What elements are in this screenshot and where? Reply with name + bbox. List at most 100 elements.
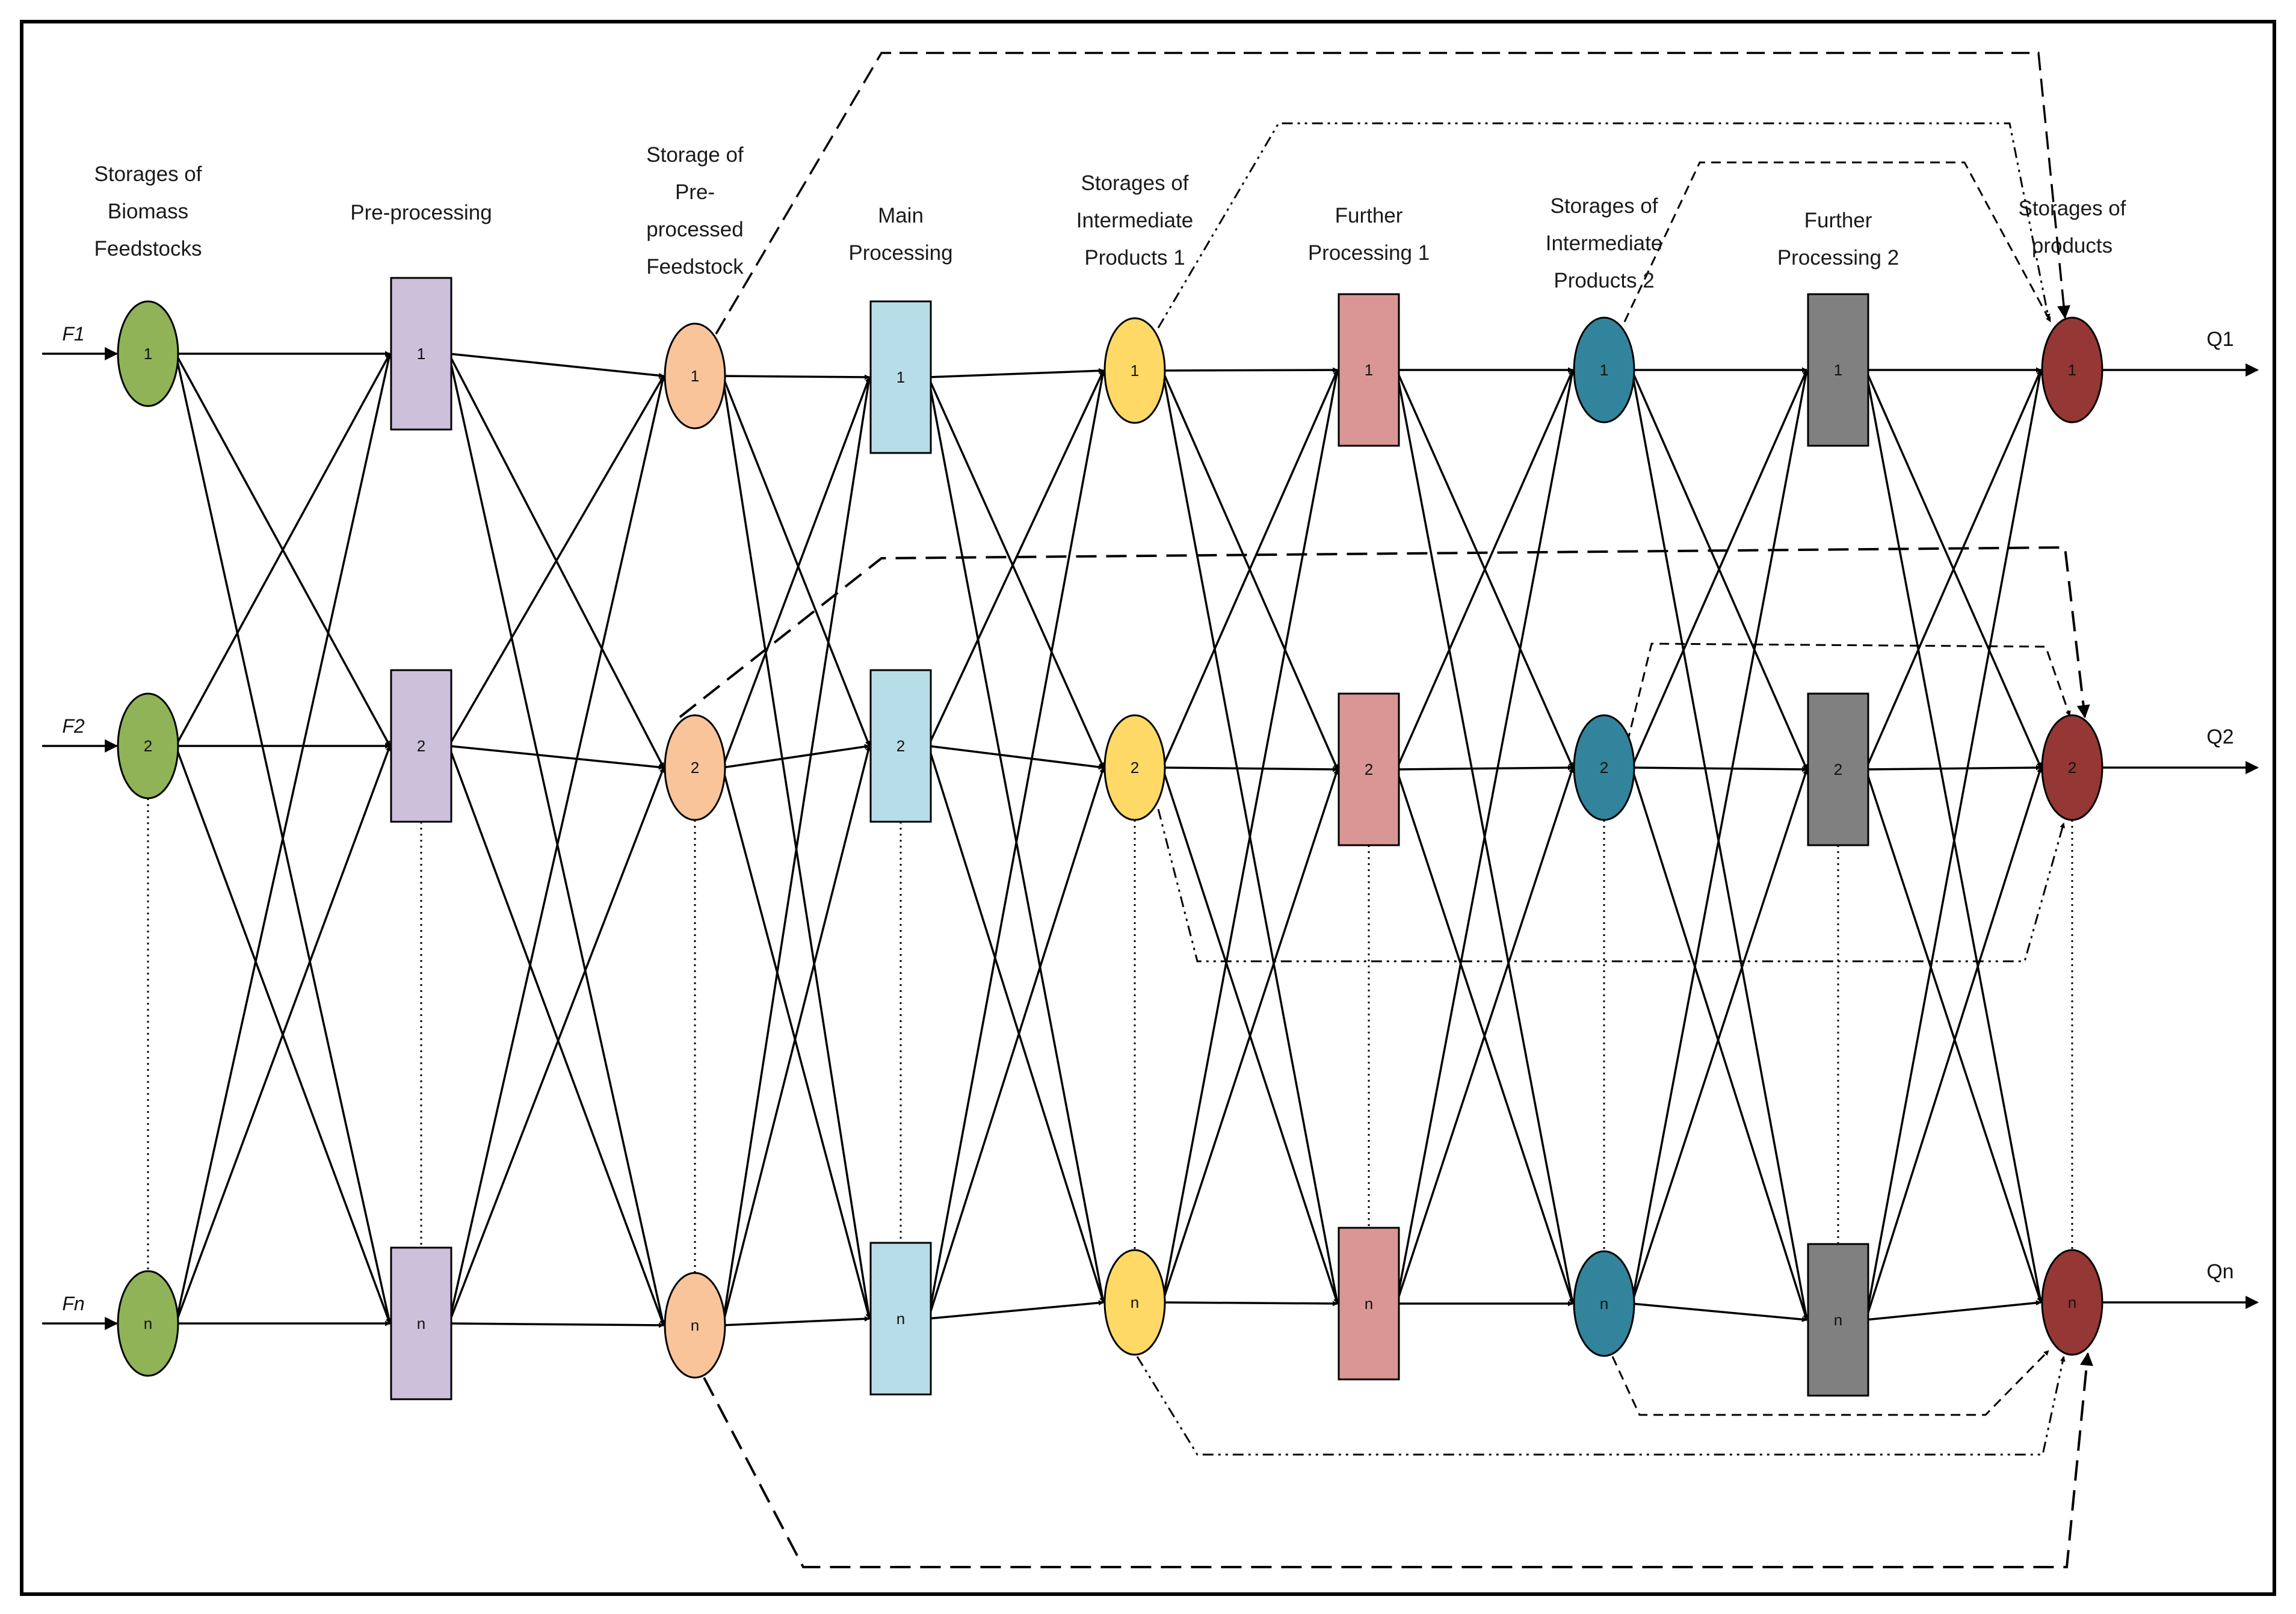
storage-preprocessed-node-label: n xyxy=(691,1316,699,1334)
input-F1: F1 xyxy=(42,323,119,360)
storages-intermediate-2-node-label: 2 xyxy=(1600,759,1608,777)
flow-arrow-main-processing-n-to-storages-intermediate-1-2 xyxy=(927,767,1105,1319)
flow-arrow-storages-intermediate-2-n-to-further-processing-2-1 xyxy=(1631,369,1809,1304)
further-processing-2-node-shape xyxy=(1807,1243,1869,1397)
input-label: F2 xyxy=(62,715,85,737)
storages-biomass-title-line: Feedstocks xyxy=(94,237,202,260)
output-Q2: Q2 xyxy=(2102,725,2259,774)
storages-intermediate-2-title-line: Storages of xyxy=(1551,194,1658,218)
storages-intermediate-1-node-shape xyxy=(1103,714,1166,821)
storages-biomass-node-n: n xyxy=(117,1270,179,1377)
intermediate1-n-bypass-route xyxy=(1136,1356,2066,1456)
flow-arrow-pre-processing-2-to-storage-preprocessed-2 xyxy=(448,745,664,770)
further-processing-2-node-2: 2 xyxy=(1807,692,1869,846)
pre-processing-node-label: 2 xyxy=(417,737,425,755)
main-processing-title-line: Processing xyxy=(848,241,952,265)
storage-preprocessed-node-shape xyxy=(664,322,726,430)
flow-arrow-pre-processing-2-to-storage-preprocessed-1 xyxy=(448,375,665,747)
further-processing-1-node-n: n xyxy=(1338,1227,1400,1381)
intermediate2-n-bypass-route xyxy=(1611,1349,2050,1416)
storages-intermediate-1-node-label: 1 xyxy=(1131,362,1139,380)
storages-intermediate-1-node-shape xyxy=(1103,317,1166,424)
storages-biomass-node-label: 2 xyxy=(144,737,152,755)
further-processing-1-node-shape xyxy=(1338,692,1400,846)
storages-biomass-title-line: Biomass xyxy=(108,200,188,223)
main-processing-node-2: 2 xyxy=(869,669,932,823)
output-label: Q2 xyxy=(2206,725,2233,748)
main-processing-node-label: n xyxy=(896,1310,905,1328)
storage-preprocessed-node-shape xyxy=(664,1272,726,1379)
flow-arrow-main-processing-2-to-storages-intermediate-1-2 xyxy=(928,745,1104,770)
flow-arrow-storages-biomass-n-to-pre-processing-2 xyxy=(174,745,391,1324)
edges-layer xyxy=(174,351,2043,1328)
intermediate2-2-bypass-route xyxy=(1611,642,2071,804)
further-processing-1-node-label: 2 xyxy=(1365,760,1373,778)
main-processing-node-shape xyxy=(869,669,932,823)
storages-intermediate-2-title-line: Products 2 xyxy=(1554,269,1654,292)
storage-preprocessed-node-label: 1 xyxy=(691,367,699,385)
flow-arrow-further-processing-1-2-to-storages-intermediate-2-2 xyxy=(1396,765,1573,771)
main-processing-node-1: 1 xyxy=(869,300,932,454)
flow-arrow-main-processing-2-to-storages-intermediate-1-1 xyxy=(927,370,1105,747)
storages-products-node-label: 2 xyxy=(2068,759,2076,777)
bypass-layer xyxy=(679,52,2094,1568)
flow-arrow-pre-processing-n-to-storage-preprocessed-2 xyxy=(448,767,665,1324)
preprocessed-n-bypass-route xyxy=(703,1352,2094,1568)
flow-arrow-storage-preprocessed-n-to-main-processing-1 xyxy=(721,377,872,1326)
storages-intermediate-2-node-shape xyxy=(1573,714,1635,821)
flow-arrow-pre-processing-n-to-storage-preprocessed-n xyxy=(448,1322,664,1328)
further-processing-1-node-shape xyxy=(1338,1227,1400,1381)
storages-products-title-line: products xyxy=(2032,234,2112,257)
storages-biomass-node-label: n xyxy=(144,1314,152,1332)
input-label: Fn xyxy=(62,1293,84,1314)
flow-arrow-further-processing-2-n-to-storages-products-1 xyxy=(1865,369,2043,1320)
flow-arrow-further-processing-2-n-to-storages-products-2 xyxy=(1865,767,2042,1320)
flow-arrow-storages-intermediate-2-1-to-further-processing-2-n xyxy=(1631,369,1809,1320)
storages-products-title-line: Storages of xyxy=(2019,197,2126,220)
storages-intermediate-1-node-label: 2 xyxy=(1131,759,1139,777)
pre-processing-node-2: 2 xyxy=(390,669,452,823)
storages-products-node-1: 1 xyxy=(2041,316,2103,424)
continuation-dots-layer xyxy=(147,798,2073,1273)
flow-arrow-further-processing-1-n-to-storages-intermediate-2-2 xyxy=(1395,767,1574,1304)
flow-arrow-storages-intermediate-1-n-to-further-processing-1-n xyxy=(1162,1301,1338,1307)
flow-arrow-storages-intermediate-2-2-to-further-processing-2-n xyxy=(1631,767,1808,1320)
pre-processing-node-shape xyxy=(390,277,452,431)
flow-arrow-storages-intermediate-2-n-to-further-processing-2-n xyxy=(1631,1302,1807,1322)
input-F2: F2 xyxy=(42,715,119,753)
storages-intermediate-1-title-line: Intermediate xyxy=(1076,209,1194,232)
flow-arrow-pre-processing-n-to-storage-preprocessed-1 xyxy=(448,375,665,1324)
intermediate1-1-bypass-route xyxy=(1157,122,2051,328)
further-processing-1-node-shape xyxy=(1338,293,1400,447)
flow-arrow-storages-intermediate-2-n-to-further-processing-2-2 xyxy=(1631,769,1808,1304)
storages-intermediate-1-node-1: 1 xyxy=(1103,317,1166,424)
storages-intermediate-2-node-shape xyxy=(1573,316,1635,424)
storage-preprocessed-title-line: Feedstock xyxy=(646,255,744,279)
flow-arrow-storages-intermediate-1-n-to-further-processing-1-1 xyxy=(1161,369,1339,1303)
input-label: F1 xyxy=(62,323,84,345)
storages-biomass-title-line: Storages of xyxy=(94,162,202,186)
further-processing-2-title-line: Processing 2 xyxy=(1777,246,1899,270)
main-processing-node-label: 1 xyxy=(896,368,905,386)
flow-arrow-further-processing-2-1-to-storages-products-n xyxy=(1865,369,2043,1303)
storage-preprocessed-title-line: Pre- xyxy=(675,180,715,204)
flow-arrow-further-processing-2-2-to-storages-products-2 xyxy=(1865,765,2041,771)
further-processing-2-node-label: n xyxy=(1834,1311,1842,1329)
storage-preprocessed-node-label: 2 xyxy=(691,759,699,777)
pre-processing-node-label: n xyxy=(417,1314,425,1332)
storages-intermediate-1-title-line: Products 1 xyxy=(1084,246,1185,270)
further-processing-1-title-line: Processing 1 xyxy=(1308,241,1430,265)
storages-intermediate-1-node-2: 2 xyxy=(1103,714,1166,821)
preprocessed-1-bypass-route xyxy=(715,52,2070,334)
flow-arrow-further-processing-2-2-to-storages-products-n xyxy=(1865,769,2042,1303)
flow-arrow-storages-intermediate-2-2-to-further-processing-2-1 xyxy=(1631,369,1808,768)
flow-arrow-storage-preprocessed-1-to-main-processing-2 xyxy=(721,375,871,747)
flow-arrow-main-processing-1-to-storages-intermediate-1-2 xyxy=(927,377,1105,768)
flow-arrow-further-processing-1-2-to-storages-intermediate-2-1 xyxy=(1395,369,1574,770)
